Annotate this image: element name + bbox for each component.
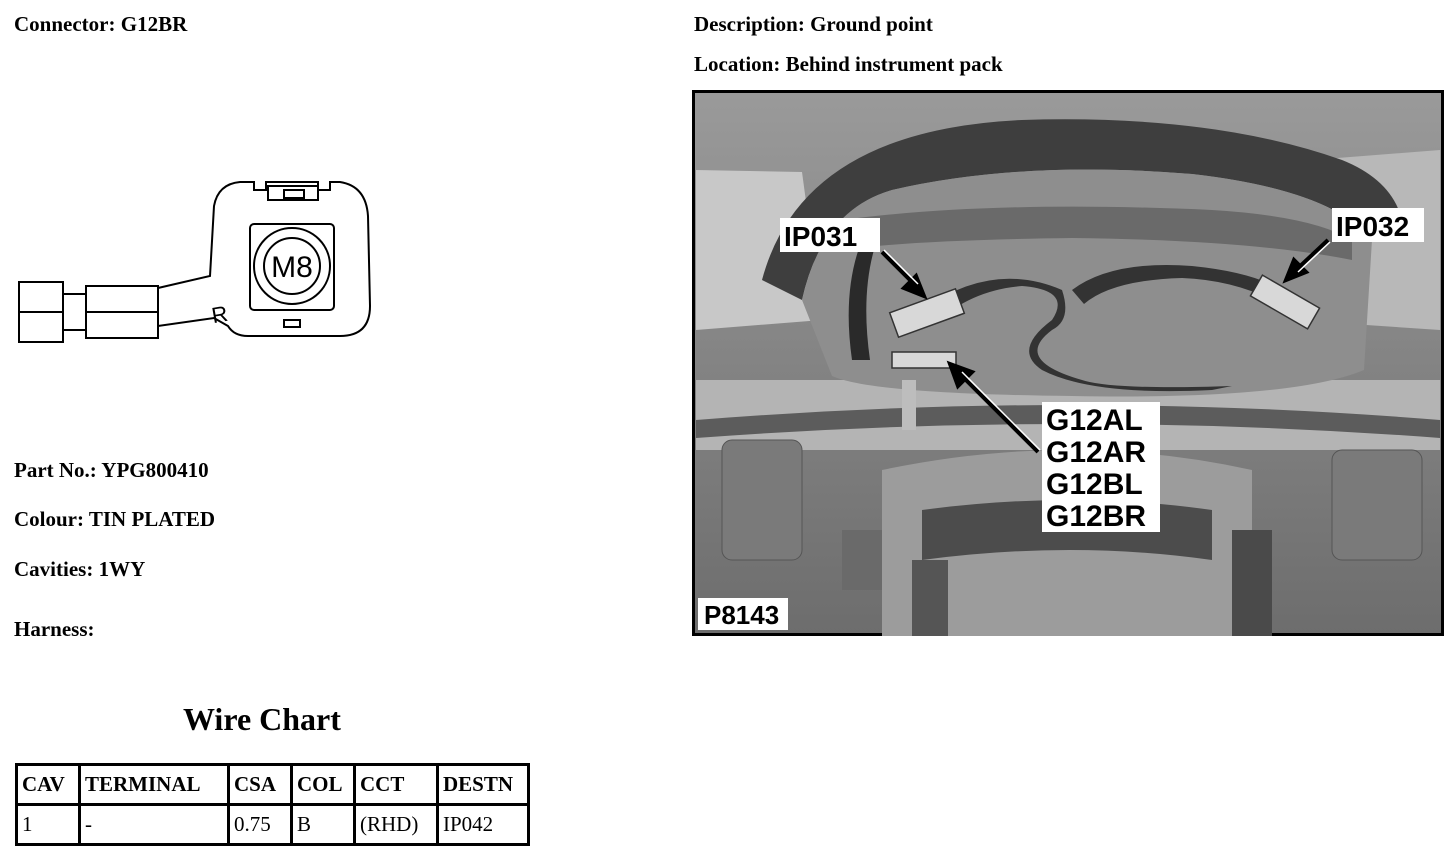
part-no-label: Part No.: [14,458,97,482]
stud-ring-outer-icon [253,227,331,305]
cavities-line: Cavities: 1WY [14,559,145,580]
ring-terminal-outline [157,181,372,337]
svg-text:P8143: P8143 [704,600,779,630]
figure-ref: P8143 [698,598,788,630]
callout-ip032: IP032 [1332,208,1424,242]
callout-ground-2: G12AR [1046,436,1146,469]
description-label: Description: [694,12,805,36]
location-value: Behind instrument pack [785,52,1003,76]
harness-label: Harness: [14,617,95,641]
stud-label: M8 [271,251,313,284]
callout-ground-4: G12BR [1046,500,1146,533]
description-value: Ground point [810,12,933,36]
description-line: Description: Ground point [694,14,933,35]
header-destn: DESTN [436,763,530,806]
table-row: 1 - 0.75 B (RHD) IP042 [15,803,530,846]
connector-label: Connector: [14,12,116,36]
callout-ground-points: G12AL G12AR G12BL G12BR [1042,402,1160,533]
connector-drawing: M8 R [18,181,372,343]
header-terminal: TERMINAL [78,763,230,806]
location-photo: IP031 IP032 G12AL G12AR G12BL G12BR P814… [692,90,1444,636]
harness-line: Harness: [14,619,95,640]
callout-arrows [880,238,1330,454]
connector-value: G12BR [120,12,188,36]
callout-ip031: IP031 [780,218,880,252]
header-csa: CSA [227,763,293,806]
location-label: Location: [694,52,781,76]
colour-value: TIN PLATED [88,507,216,531]
wire-chart-title: Wire Chart [183,701,341,737]
cell-cav: 1 [15,803,81,846]
location-line: Location: Behind instrument pack [694,54,1003,75]
colour-label: Colour: [14,507,84,531]
colour-line: Colour: TIN PLATED [14,509,215,530]
svg-text:IP031: IP031 [784,221,857,252]
cell-destn: IP042 [436,803,530,846]
orientation-mark: R [210,301,230,328]
header-col: COL [290,763,356,806]
cell-cct: (RHD) [353,803,439,846]
stud-square [249,223,335,311]
cell-col: B [290,803,356,846]
header-cav: CAV [15,763,81,806]
connector-line: Connector: G12BR [14,14,187,35]
part-no-line: Part No.: YPG800410 [14,460,209,481]
stud-ring-inner-icon [263,237,321,295]
cell-csa: 0.75 [227,803,293,846]
header-cct: CCT [353,763,439,806]
part-no-value: YPG800410 [101,458,209,482]
callout-ground-1: G12AL [1046,404,1143,437]
cell-terminal: - [78,803,230,846]
svg-text:IP032: IP032 [1336,211,1409,242]
wire-chart-header-row: CAV TERMINAL CSA COL CCT DESTN [15,763,530,806]
cavities-value: 1WY [98,557,146,581]
wire-chart-table: CAV TERMINAL CSA COL CCT DESTN 1 - 0.75 … [15,763,530,846]
cavities-label: Cavities: [14,557,94,581]
callout-ground-3: G12BL [1046,468,1143,501]
